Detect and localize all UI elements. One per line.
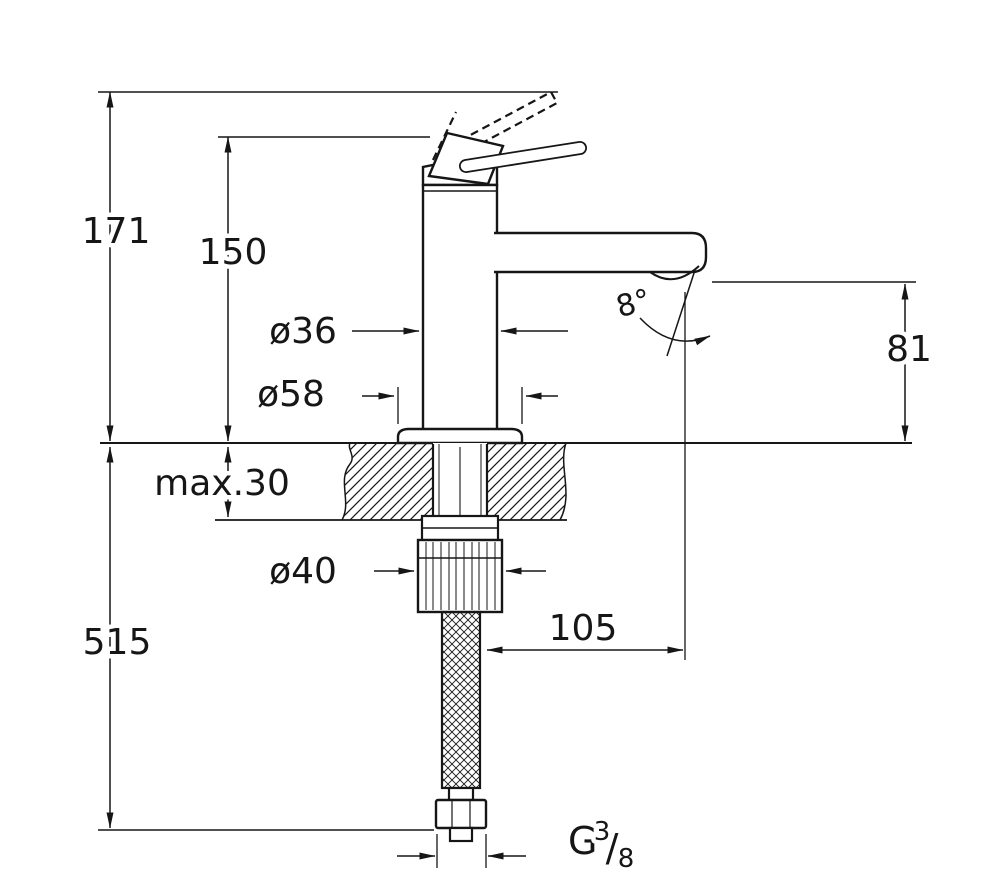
dimension-spout-reach xyxy=(486,292,686,660)
nut-diameter-label: ø40 xyxy=(269,551,337,592)
dimension-spout-height xyxy=(712,281,916,442)
mounting-nut xyxy=(416,538,504,614)
spout xyxy=(494,231,708,274)
hose-end-fitting xyxy=(434,786,488,843)
dimension-spout-angle xyxy=(639,269,711,357)
faucet xyxy=(396,90,708,843)
counter-thickness-label: max.30 xyxy=(154,463,290,504)
faucet-body xyxy=(421,183,499,434)
total-height-label: 171 xyxy=(82,211,151,252)
dimension-hose-length xyxy=(98,446,434,831)
counter-break-edge-right xyxy=(559,442,567,521)
flex-hose xyxy=(440,610,482,790)
body-height-label: 150 xyxy=(199,232,268,273)
body-diameter-label: ø36 xyxy=(269,311,337,352)
thread-label: G 3 / 8 xyxy=(564,813,639,879)
spout-angle-label: 8° xyxy=(613,283,655,326)
aerator xyxy=(649,265,700,281)
base-diameter-label: ø58 xyxy=(257,374,325,415)
dimension-thread xyxy=(397,834,526,868)
dimension-base-diameter xyxy=(362,387,558,424)
base-flange xyxy=(396,427,524,445)
handle-base xyxy=(427,131,505,186)
dimension-body-height xyxy=(218,136,430,442)
thread-denominator-label: 8 xyxy=(618,844,635,874)
thread-prefix-label: G xyxy=(568,819,597,863)
counter-break-edge-left xyxy=(341,442,353,521)
spout-reach-label: 105 xyxy=(549,608,618,649)
spout-height-label: 81 xyxy=(886,329,932,370)
thread-slash-label: / xyxy=(606,826,619,870)
counter-hatch-right xyxy=(487,443,566,520)
handle-lever xyxy=(459,141,587,173)
washer xyxy=(420,514,500,542)
dimension-total-height xyxy=(98,91,558,442)
hose-length-label: 515 xyxy=(83,622,152,663)
countertop-section xyxy=(100,442,912,521)
counter-hatch-left xyxy=(342,443,433,520)
